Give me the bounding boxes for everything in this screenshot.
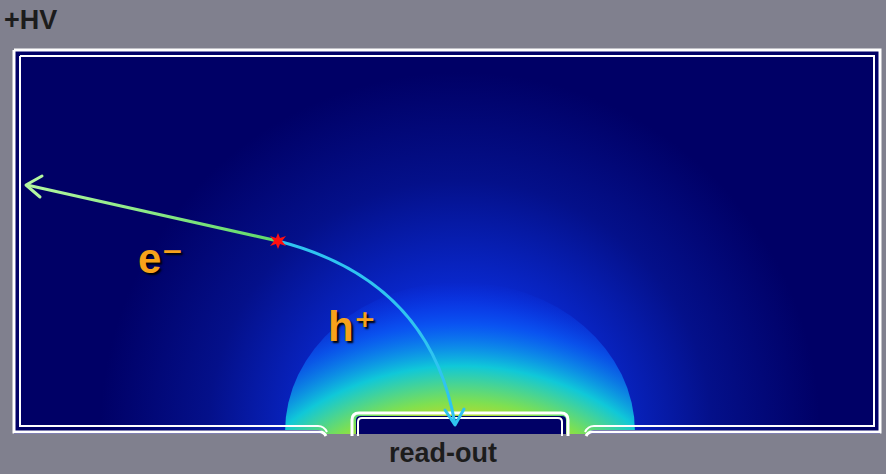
electron-label: e⁻ <box>138 238 184 280</box>
contact-label: read-out <box>389 440 497 467</box>
voltage-label: +HV <box>4 7 57 34</box>
hole-label: h⁺ <box>328 306 376 348</box>
